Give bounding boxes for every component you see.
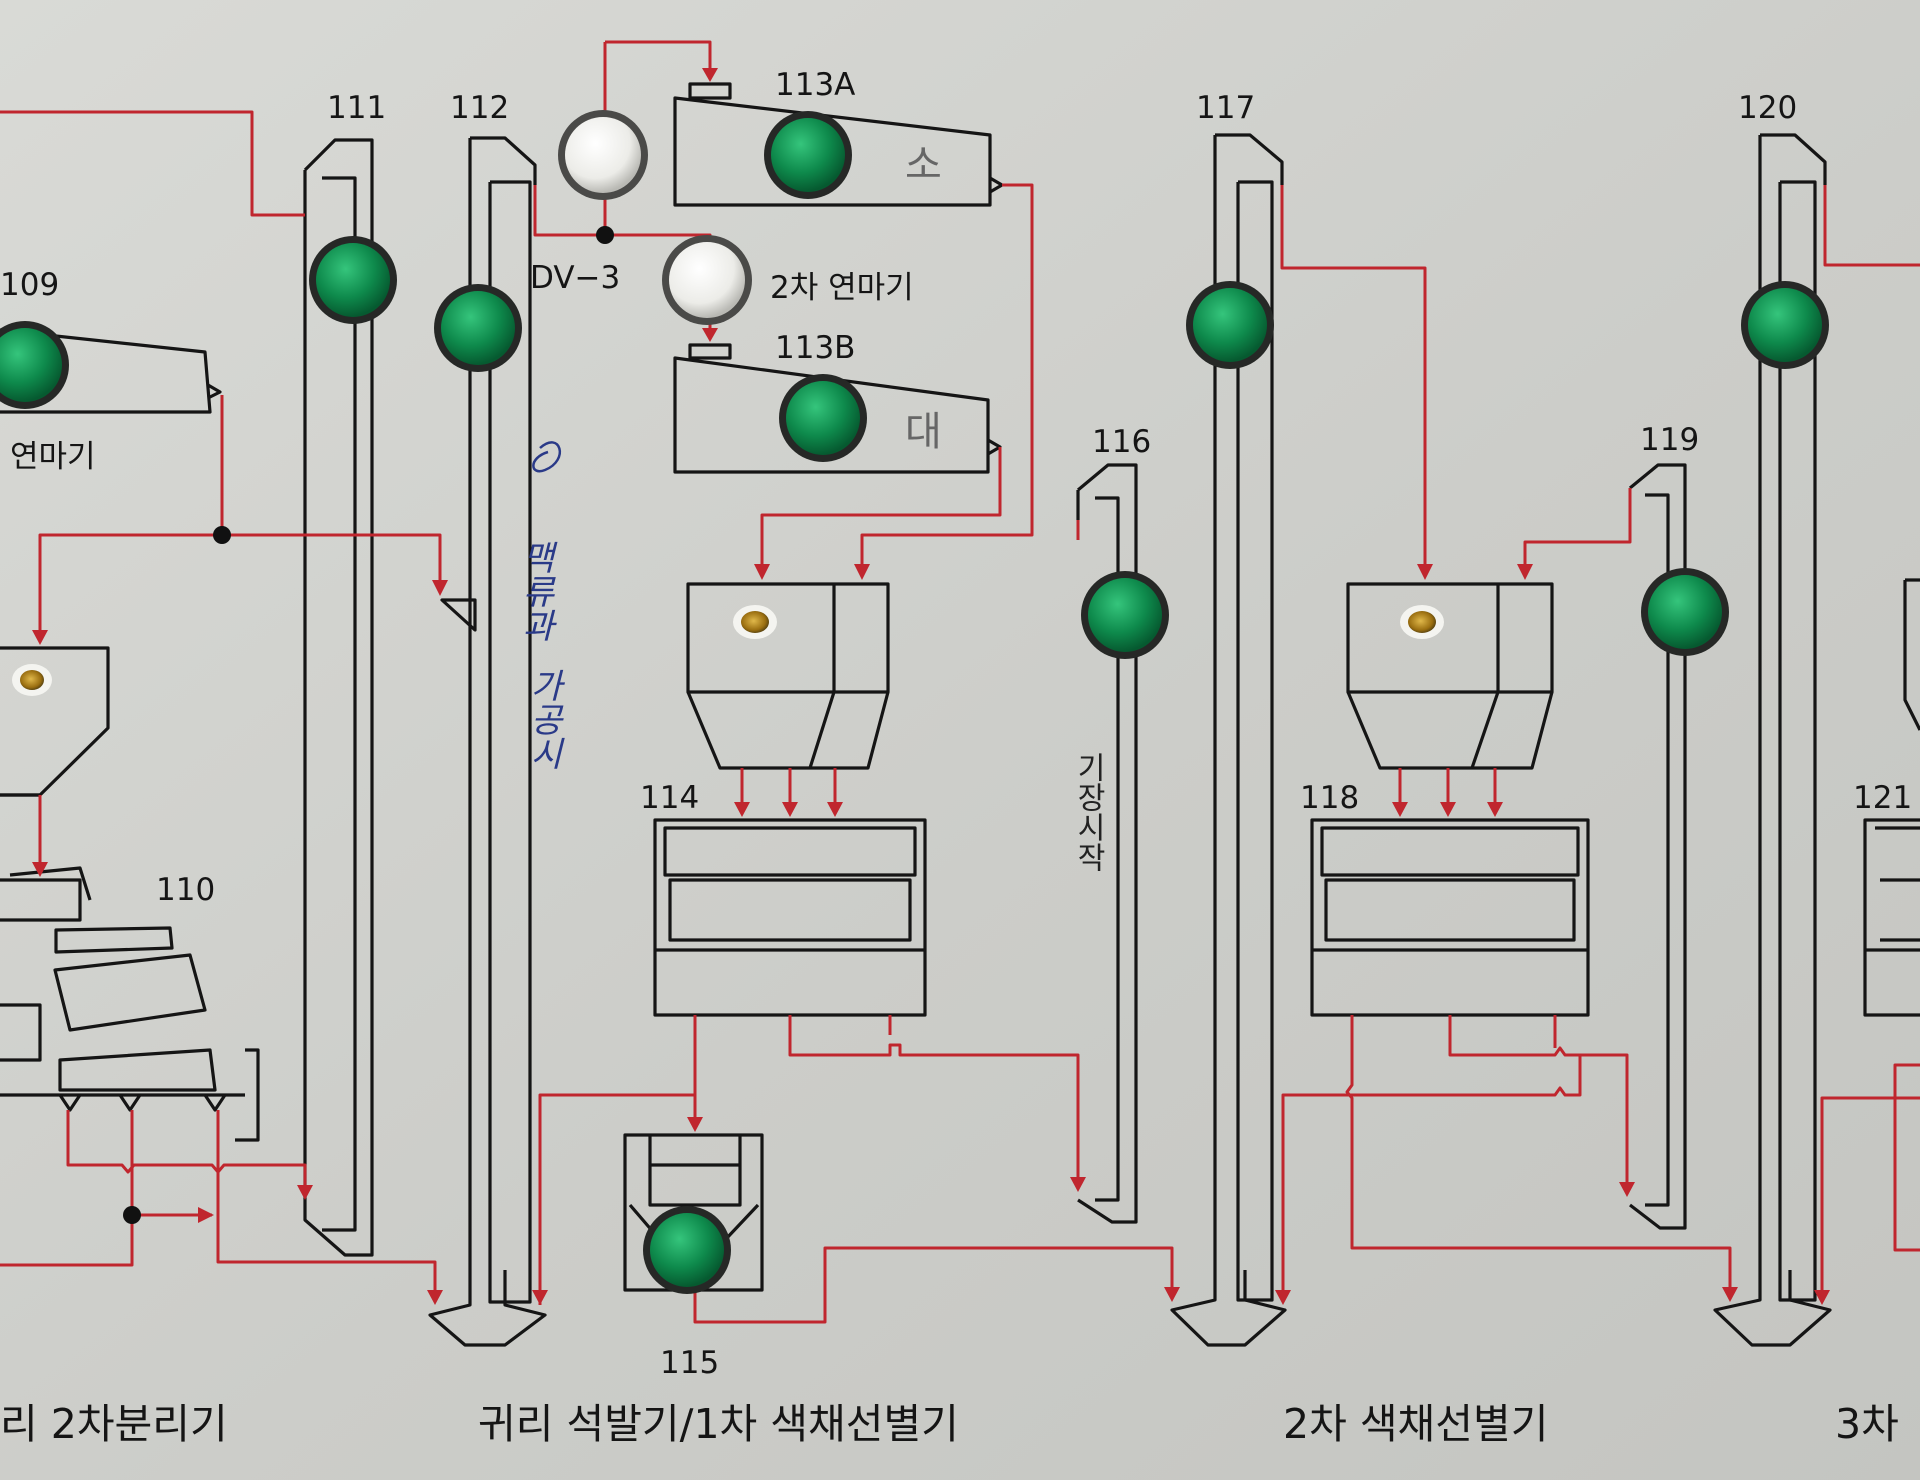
note-vertical-2: 가공시 — [523, 668, 563, 770]
handwritten-notes: 소 대 맥류과 가공시 기장시작 — [515, 142, 1106, 872]
caption-separator: 리 2차분리기 — [0, 1400, 228, 1448]
label-119: 119 — [1640, 422, 1699, 458]
lamp-117-green — [1186, 281, 1274, 369]
lamp-116-green — [1081, 571, 1169, 659]
label-118: 118 — [1300, 780, 1359, 816]
label-110: 110 — [156, 872, 215, 908]
equipment-outlines — [0, 82, 1920, 1347]
caption-second-sorter: 2차 색채선별기 — [1283, 1400, 1548, 1448]
lamp-112-green — [434, 284, 522, 372]
label-113b: 113B — [775, 330, 855, 366]
label-114: 114 — [640, 780, 699, 816]
label-115: 115 — [660, 1345, 719, 1381]
label-111: 111 — [327, 90, 386, 126]
lamp-114-amber — [733, 605, 777, 639]
label-121: 121 — [1853, 780, 1912, 816]
lamp-109-green — [0, 321, 69, 409]
caption-third-partial: 3차 — [1835, 1400, 1899, 1448]
label-dv3: DV−3 — [530, 260, 620, 296]
note-swirl — [532, 441, 562, 473]
note-vertical-3: 기장시작 — [1071, 752, 1106, 872]
flow-lines — [0, 40, 1920, 1324]
label-secondary-polisher: 2차 연마기 — [770, 270, 914, 306]
caption-destoner-sorter: 귀리 석발기/1차 색채선별기 — [478, 1400, 959, 1448]
flow-arrows — [32, 68, 1830, 1305]
lamp-120-green — [1741, 281, 1829, 369]
label-113a: 113A — [775, 67, 855, 103]
junction-dots — [123, 226, 614, 1224]
lamp-111-green — [309, 236, 397, 324]
lamp-115-green — [643, 1206, 731, 1294]
note-small: 소 — [905, 142, 942, 188]
label-polisher-partial: 연마기 — [10, 439, 96, 475]
section-captions: 리 2차분리기 귀리 석발기/1차 색채선별기 2차 색채선별기 3차 — [0, 1400, 1899, 1448]
label-120: 120 — [1738, 90, 1797, 126]
lamp-dv3-upper-white — [558, 110, 648, 200]
note-large: 대 — [905, 409, 942, 455]
lamp-dv3-lower-white — [662, 235, 752, 325]
equipment-number-labels: 109 110 111 112 113A 113B 114 115 116 11… — [0, 67, 1912, 1381]
lamp-113b-green — [779, 374, 867, 462]
lamp-119-green — [1641, 568, 1729, 656]
lamp-118-amber — [1400, 605, 1444, 639]
indicator-lamps — [0, 110, 1829, 1294]
note-vertical-1: 맥류과 — [515, 540, 555, 642]
label-112: 112 — [450, 90, 509, 126]
label-117: 117 — [1196, 90, 1255, 126]
lamp-110-amber — [12, 664, 52, 696]
label-116: 116 — [1092, 424, 1151, 460]
lamp-113a-green — [764, 111, 852, 199]
label-109: 109 — [0, 267, 59, 303]
